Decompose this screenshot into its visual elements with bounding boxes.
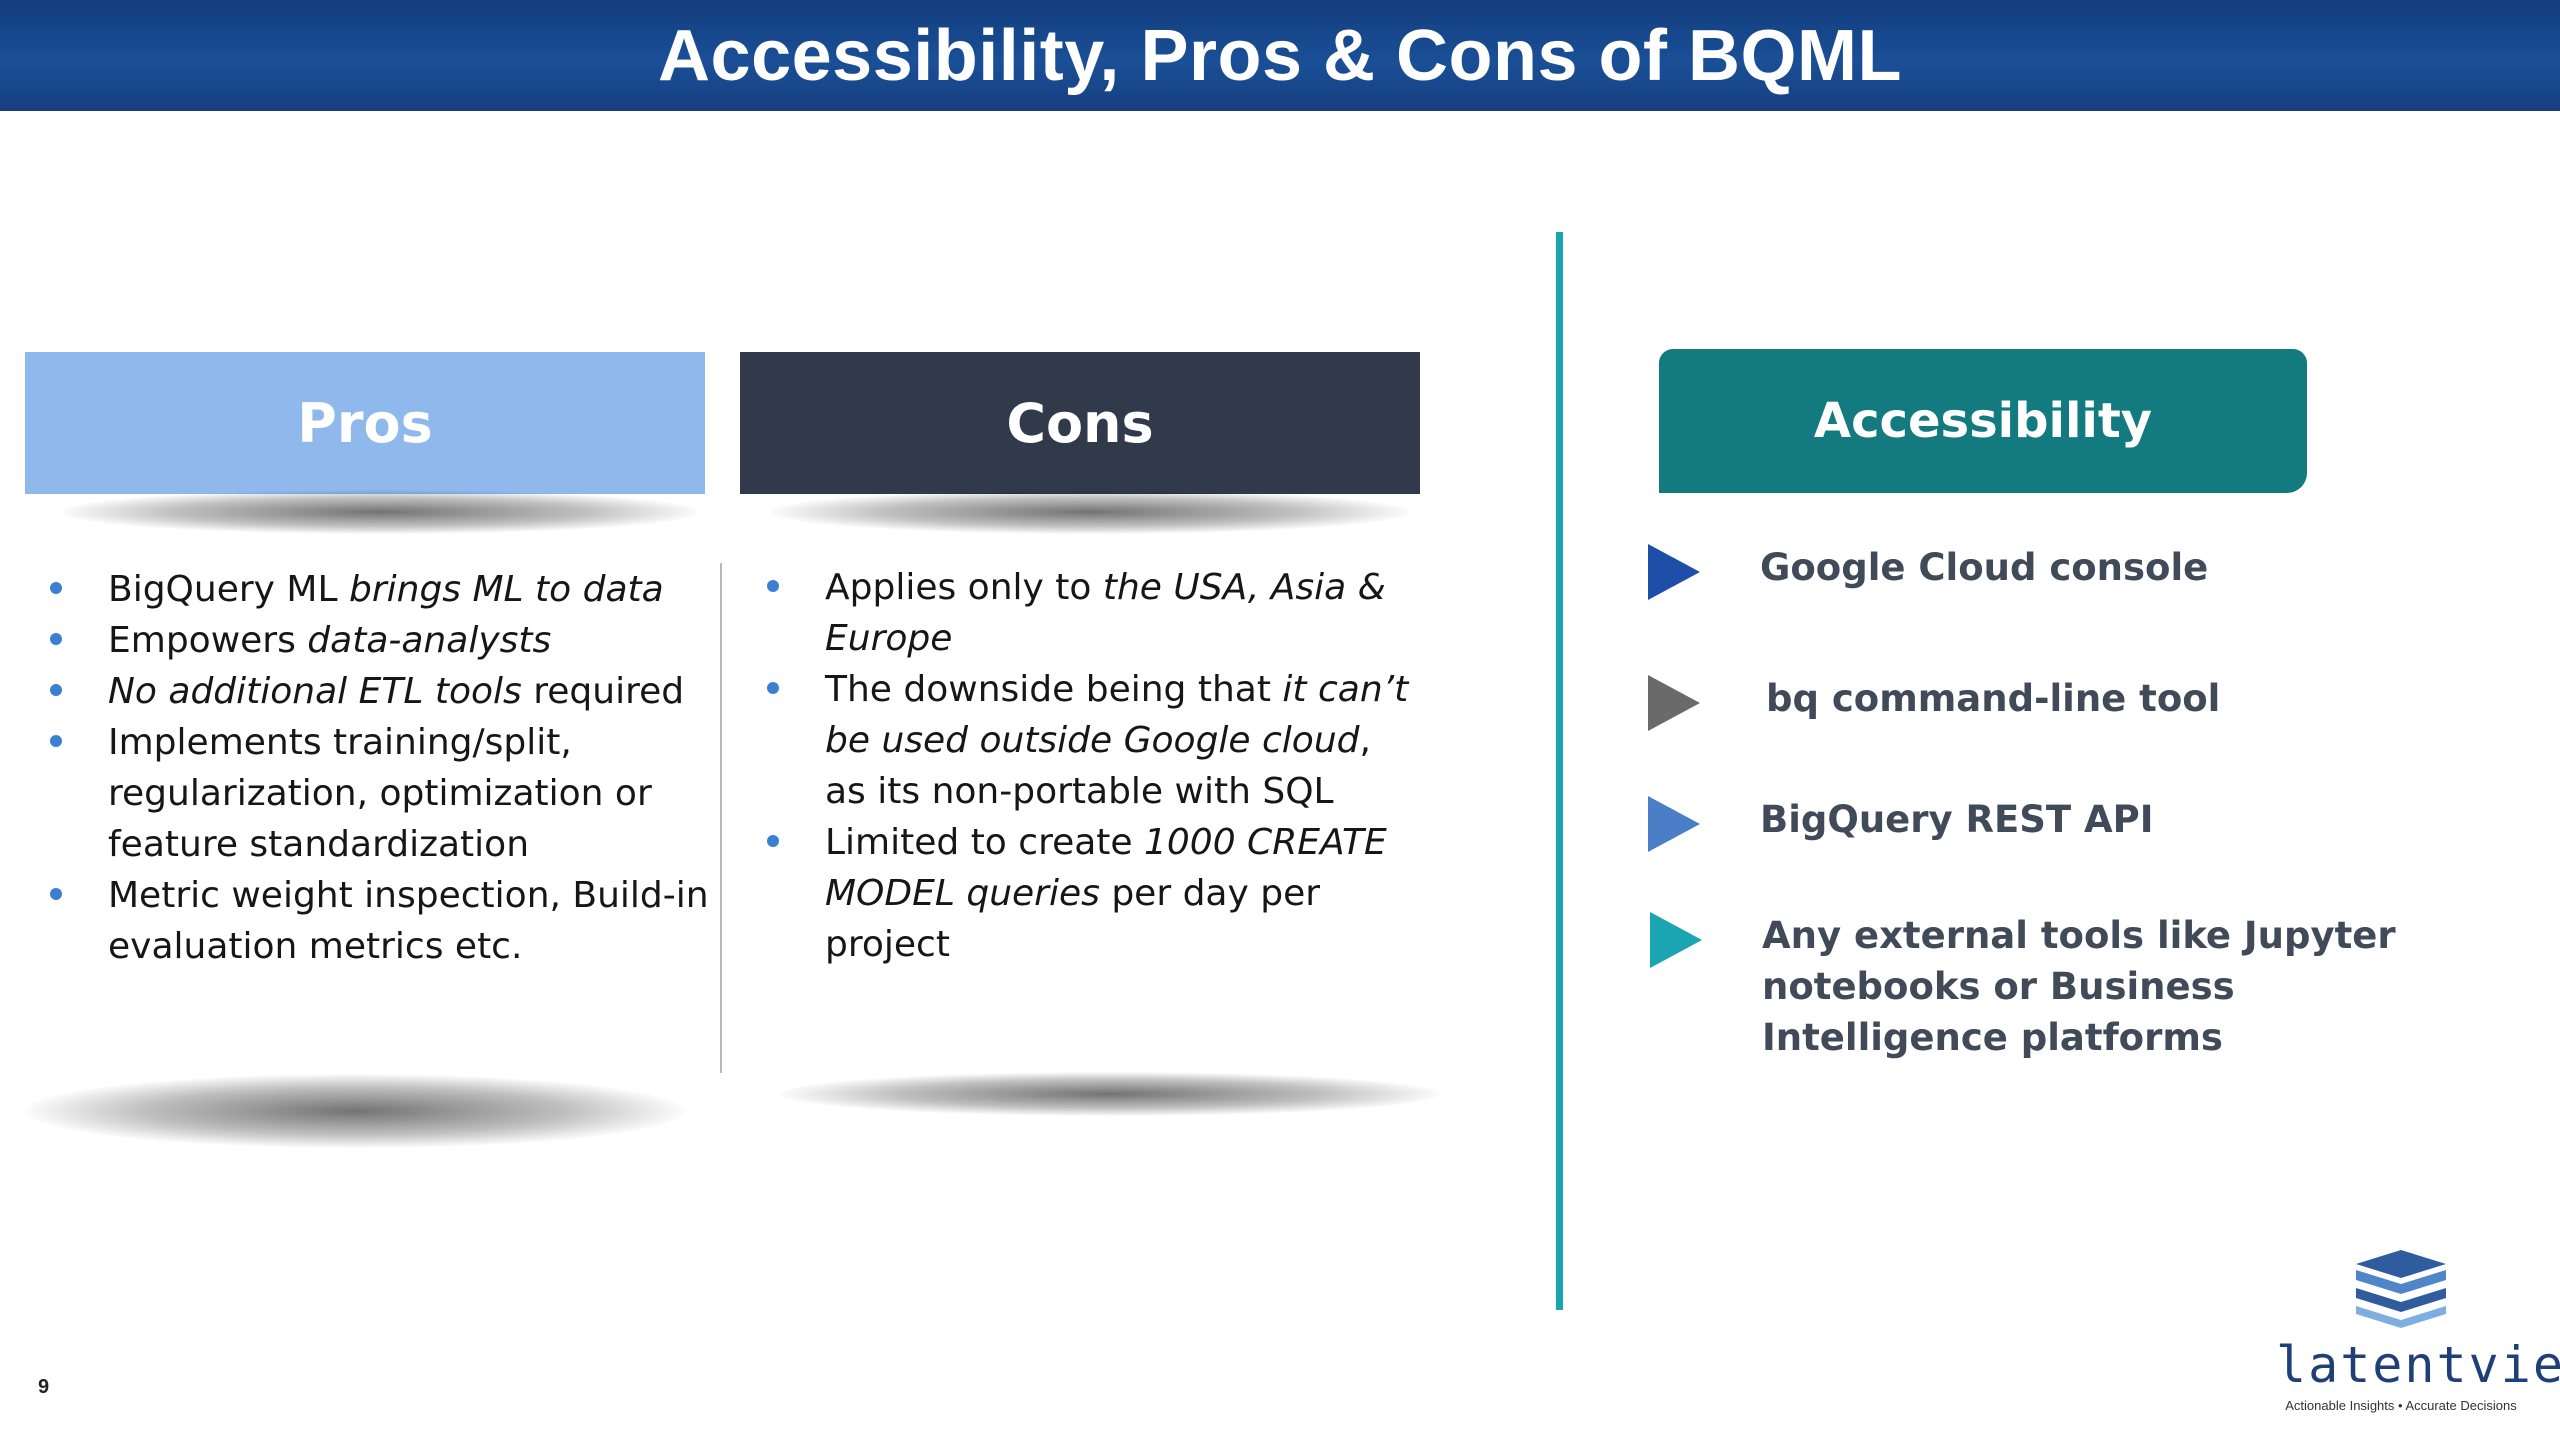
cons-item-text: per day per project	[825, 873, 1321, 965]
cons-item-text: Limited to create	[825, 822, 1144, 863]
accessibility-header: Accessibility	[1659, 349, 2307, 493]
pros-header-label: Pros	[297, 391, 433, 455]
pros-item-text: data-analysts	[307, 620, 552, 661]
pros-item-text: required	[521, 671, 685, 712]
pros-list-item: Empowers data-analysts	[25, 615, 715, 666]
accessibility-item: BigQuery REST API	[1648, 794, 2154, 852]
accessibility-item: bq command-line tool	[1648, 673, 2220, 731]
cons-list-item: Limited to create 1000 CREATE MODEL quer…	[742, 817, 1422, 970]
pros-bottom-shadow	[25, 1074, 685, 1148]
logo-mark-icon	[2356, 1250, 2446, 1328]
pros-list-item: BigQuery ML brings ML to data	[25, 564, 715, 615]
pros-item-text: Empowers	[108, 620, 308, 661]
triangle-right-icon	[1650, 912, 1702, 968]
triangle-right-icon	[1648, 544, 1700, 600]
latentview-logo: latentview Actionable Insights • Accurat…	[2276, 1246, 2560, 1416]
logo-tagline: Actionable Insights • Accurate Decisions	[2285, 1398, 2517, 1413]
pros-header-shadow	[60, 490, 700, 534]
slide-title: Accessibility, Pros & Cons of BQML	[658, 15, 1902, 96]
cons-item-text: it can’t be used outside Google cloud	[825, 669, 1409, 761]
triangle-right-icon	[1648, 675, 1700, 731]
pros-header: Pros	[25, 352, 705, 494]
accessibility-item: Google Cloud console	[1648, 542, 2208, 600]
logo-wordmark: latentview	[2276, 1336, 2560, 1394]
triangle-right-icon	[1648, 796, 1700, 852]
pros-list-item: Metric weight inspection, Build-in evalu…	[25, 870, 715, 972]
cons-item-text: , as its non-portable with SQL	[825, 720, 1371, 812]
section-divider-line	[1556, 232, 1563, 1310]
cons-header: Cons	[740, 352, 1420, 494]
pros-item-text: brings ML to data	[348, 569, 664, 610]
cons-header-shadow	[770, 490, 1410, 534]
pros-list-item: Implements training/split, regularizatio…	[25, 717, 715, 870]
accessibility-item-label: BigQuery REST API	[1760, 798, 2154, 841]
cons-item-text: 1000 CREATE MODEL queries	[825, 822, 1387, 914]
accessibility-item: Any external tools like Jupyter notebook…	[1650, 910, 2410, 1063]
accessibility-item-label: bq command-line tool	[1766, 677, 2221, 720]
cons-item-text: the USA, Asia & Europe	[825, 567, 1386, 659]
cons-header-label: Cons	[1006, 391, 1154, 455]
pros-cons-divider	[720, 563, 722, 1073]
cons-list-item: Applies only to the USA, Asia & Europe	[742, 562, 1422, 664]
pros-list-item: No additional ETL tools required	[25, 666, 715, 717]
cons-item-text: The downside being that	[825, 669, 1283, 710]
pros-item-text: Implements training/split, regularizatio…	[108, 722, 652, 865]
accessibility-header-label: Accessibility	[1813, 393, 2153, 449]
page-number: 9	[38, 1376, 50, 1398]
accessibility-item-label: Google Cloud console	[1760, 546, 2209, 589]
pros-item-text: Metric weight inspection, Build-in evalu…	[108, 875, 709, 967]
pros-item-text: BigQuery ML	[108, 569, 349, 610]
accessibility-item-label: Any external tools like Jupyter notebook…	[1762, 914, 2396, 1059]
pros-item-text: No additional ETL tools	[108, 671, 522, 712]
cons-bottom-shadow	[780, 1072, 1440, 1116]
title-bar: Accessibility, Pros & Cons of BQML	[0, 0, 2560, 111]
cons-item-text: Applies only to	[825, 567, 1103, 608]
cons-list-item: The downside being that it can’t be used…	[742, 664, 1422, 817]
